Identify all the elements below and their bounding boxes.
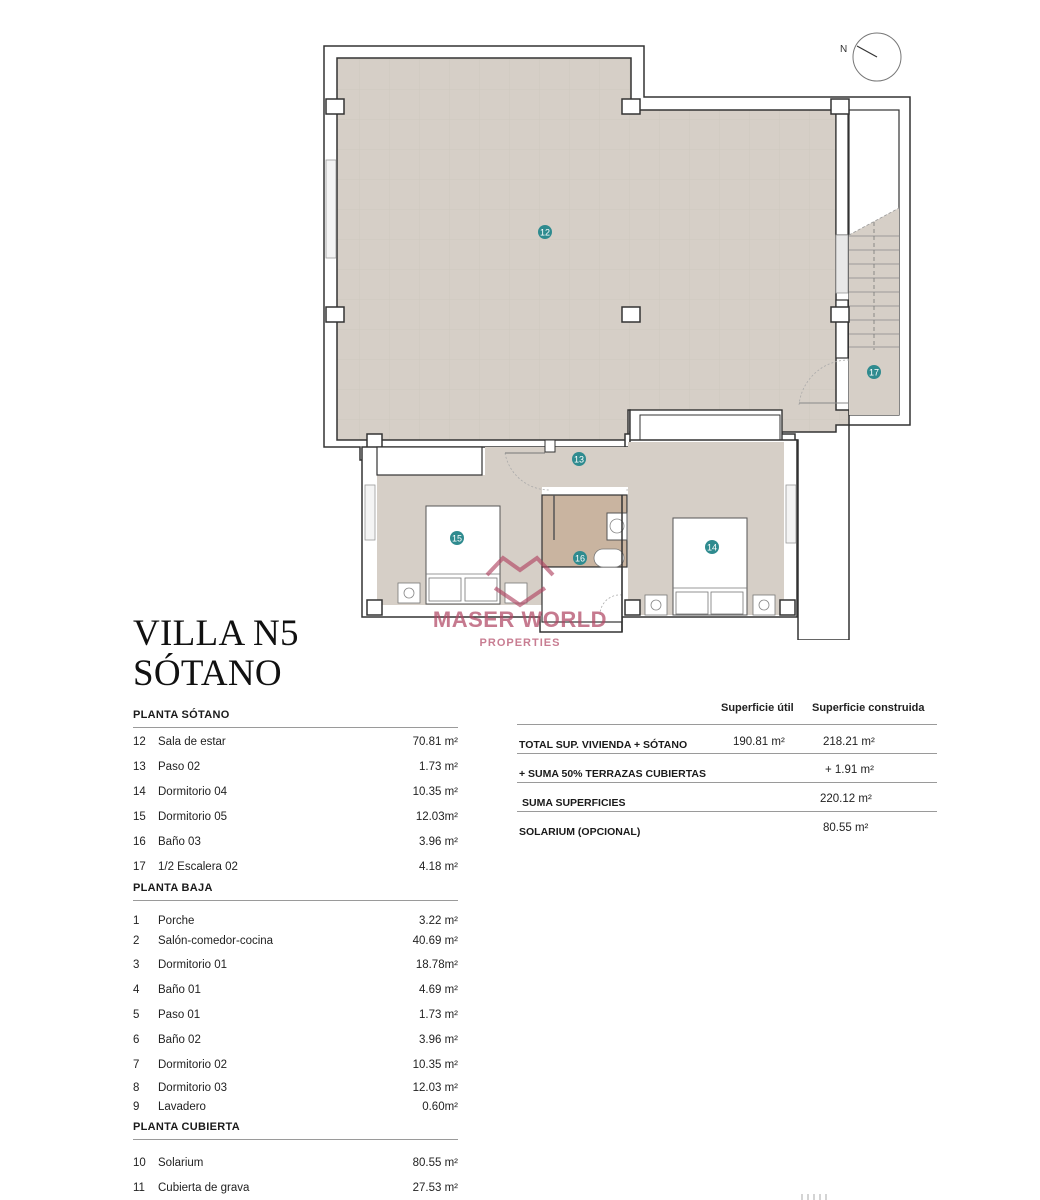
table-row: 4 Baño 01 4.69 m²: [133, 984, 458, 996]
section-heading-cubierta: PLANTA CUBIERTA: [133, 1121, 458, 1140]
section-heading-sotano: PLANTA SÓTANO: [133, 709, 458, 728]
room-marker-17: 17: [867, 365, 881, 379]
room-marker-12: 12: [538, 225, 552, 239]
title-line-1: VILLA N5: [133, 613, 299, 654]
watermark-logo-icon: [485, 555, 555, 608]
summary-label-suma: SUMA SUPERFICIES: [522, 797, 626, 809]
table-row: 9 Lavadero 0.60m²: [133, 1101, 458, 1113]
table-row: 2 Salón-comedor-cocina 40.69 m²: [133, 935, 458, 947]
svg-text:15: 15: [452, 534, 462, 544]
table-row: 11 Cubierta de grava 27.53 m²: [133, 1182, 458, 1194]
summary-construida-terrazas: + 1.91 m²: [825, 764, 874, 776]
summary-construida-total: 218.21 m²: [823, 736, 875, 748]
divider: [517, 724, 937, 725]
divider: [517, 782, 937, 783]
table-row: 10 Solarium 80.55 m²: [133, 1157, 458, 1169]
table-row: 13 Paso 02 1.73 m²: [133, 761, 458, 773]
svg-text:16: 16: [575, 554, 585, 564]
svg-text:17: 17: [869, 368, 879, 378]
table-row: 3 Dormitorio 01 18.78m²: [133, 959, 458, 971]
compass-icon: N: [840, 32, 902, 82]
table-row: 17 1/2 Escalera 02 4.18 m²: [133, 861, 458, 873]
summary-construida-solarium: 80.55 m²: [823, 822, 869, 834]
summary-construida-suma: 220.12 m²: [820, 793, 872, 805]
room-marker-16: 16: [573, 551, 587, 565]
table-row: 7 Dormitorio 02 10.35 m²: [133, 1059, 458, 1071]
room-marker-14: 14: [705, 540, 719, 554]
table-row: 8 Dormitorio 03 12.03 m²: [133, 1082, 458, 1094]
decorative-mark-icon: [801, 1194, 827, 1200]
table-row: 6 Baño 02 3.96 m²: [133, 1034, 458, 1046]
table-row: 15 Dormitorio 05 12.03m²: [133, 811, 458, 823]
table-row: 1 Porche 3.22 m²: [133, 915, 458, 927]
summary-util-total: 190.81 m²: [733, 736, 785, 748]
summary-label-total: TOTAL SUP. VIVIENDA + SÓTANO: [519, 739, 688, 751]
room-marker-15: 15: [450, 531, 464, 545]
divider: [517, 753, 937, 754]
col-header-construida: Superficie construida: [812, 702, 925, 714]
col-header-util: Superficie útil: [721, 702, 794, 714]
table-row: 12 Sala de estar 70.81 m²: [133, 736, 458, 748]
svg-text:12: 12: [540, 228, 550, 238]
room-marker-13: 13: [572, 452, 586, 466]
table-row: 14 Dormitorio 04 10.35 m²: [133, 786, 458, 798]
floor-plan: N: [323, 32, 911, 640]
svg-text:N: N: [840, 44, 847, 55]
page-title: VILLA N5 SÓTANO: [133, 614, 299, 694]
table-row: 5 Paso 01 1.73 m²: [133, 1009, 458, 1021]
summary-label-solarium: SOLARIUM (OPCIONAL): [519, 826, 641, 838]
divider: [517, 811, 937, 812]
summary-label-terrazas: + SUMA 50% TERRAZAS CUBIERTAS: [519, 768, 706, 780]
section-heading-baja: PLANTA BAJA: [133, 882, 458, 901]
svg-text:14: 14: [707, 543, 717, 553]
table-row: 16 Baño 03 3.96 m²: [133, 836, 458, 848]
title-line-2: SÓTANO: [133, 653, 282, 694]
svg-text:13: 13: [574, 455, 584, 465]
